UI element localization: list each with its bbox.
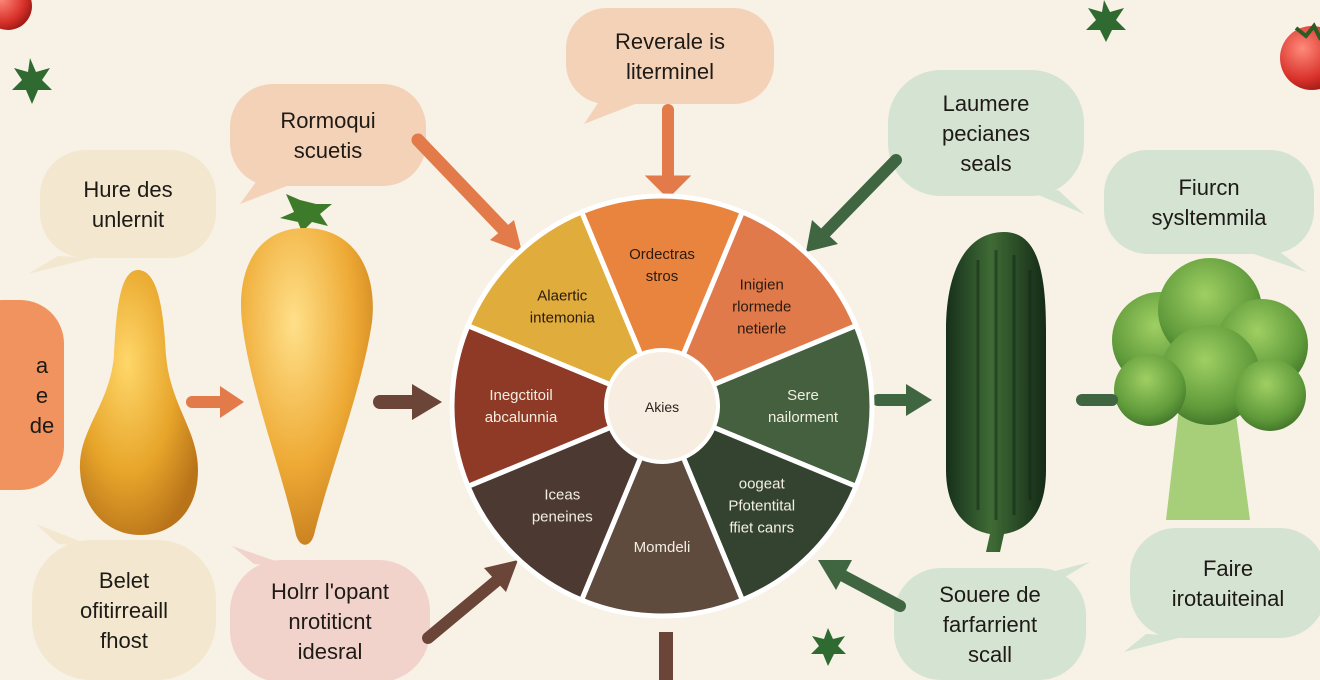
tomato-icon <box>1280 22 1320 90</box>
arrow-brown-up <box>422 560 518 644</box>
speech-bubble-tail <box>36 524 92 546</box>
wheel-segment-label: oogeat <box>739 476 786 493</box>
wheel-segment <box>578 193 746 413</box>
wheel-segment <box>464 208 667 411</box>
bubble-label-line: scall <box>968 642 1012 667</box>
wheel-segment <box>657 401 860 604</box>
bubble-label-line: Hure des <box>83 177 172 202</box>
wheel-segment-label: Momdeli <box>634 539 691 556</box>
arrow-green-diag <box>806 154 902 252</box>
speech-bubble-tail <box>584 100 640 124</box>
squash-icon <box>79 270 198 535</box>
bubble-label-line: Souere de <box>939 582 1041 607</box>
arrow-brown-right <box>373 384 442 420</box>
bubble-label-line: unlernit <box>92 207 164 232</box>
speech-bubble: Holrr l'opant nrotiticnt idesral <box>230 546 430 680</box>
speech-bubble: Hure des unlernit <box>28 150 216 274</box>
leaf-sprig-icon <box>1086 0 1126 42</box>
arrow-orange-diag <box>411 133 522 252</box>
speech-bubble-tail <box>1124 634 1186 652</box>
wheel-segment-label: peneines <box>532 509 593 526</box>
bubble-label-line: ofitirreaill <box>80 598 168 623</box>
wheel-segment-label: ffiet canrs <box>729 520 794 537</box>
speech-bubble-body <box>1130 528 1320 638</box>
bubble-label-line: Belet <box>99 568 149 593</box>
speech-bubble-body <box>888 70 1084 196</box>
speech-bubble-body <box>894 568 1086 680</box>
speech-bubble-body <box>566 8 774 104</box>
speech-bubble-body <box>40 150 216 258</box>
arrow-green-up <box>818 560 906 612</box>
wheel-segment-label: stros <box>646 268 679 285</box>
speech-bubble-body <box>32 540 216 680</box>
speech-bubble: Laumere pecianes seals <box>888 70 1084 214</box>
wheel-segment-label: Alaertic <box>537 287 588 304</box>
bubble-label-line: farfarrient <box>943 612 1037 637</box>
speech-bubble: Belet ofitirreaill fhost <box>32 524 216 680</box>
leaf-sprig-icon <box>12 58 52 104</box>
bubble-label-line: pecianes <box>942 121 1030 146</box>
broccoli-icon <box>1112 258 1308 520</box>
bubble-label-line: Reverale is <box>615 29 725 54</box>
bubble-label-line: scuetis <box>294 138 362 163</box>
bubble-label-line: Faire <box>1203 556 1253 581</box>
wheel-segment-label: Sere <box>787 387 819 404</box>
wheel-segment-label: rlormede <box>732 298 791 315</box>
process-wheel: Ordectras stros Inigien rlormede netierleSer… <box>449 193 875 619</box>
speech-bubble: Souere de farfarrient scall <box>894 562 1090 680</box>
bubble-label-line: Laumere <box>943 91 1030 116</box>
bubble-label-line: a <box>36 353 49 378</box>
center-label: Akies <box>645 399 679 415</box>
speech-bubble-body <box>0 300 64 490</box>
wheel-segment <box>657 208 860 411</box>
speech-bubble-body <box>1104 150 1314 254</box>
wheel-segment <box>655 322 875 490</box>
bubble-label-line: literminel <box>626 59 714 84</box>
speech-bubble: Fiurcn sysltemmila <box>1104 150 1314 272</box>
bubble-label-line: e <box>36 383 48 408</box>
wheel-segment-label: Pfotentital <box>728 498 795 515</box>
bubble-label-line: irotauiteinal <box>1172 586 1285 611</box>
bubble-label-line: Holrr l'opant <box>271 579 389 604</box>
tomato-icon <box>0 0 32 30</box>
bubble-label-line: seals <box>960 151 1011 176</box>
speech-bubble: Faire irotauiteinal <box>1124 528 1320 652</box>
bubble-label-line: de <box>30 413 54 438</box>
speech-bubble-tail <box>1254 252 1306 272</box>
arrow-green-right <box>872 384 932 416</box>
speech-bubble: Rormoqui scuetis <box>230 84 426 204</box>
cucumber-icon <box>946 232 1046 552</box>
wheel-segment-label: Iceas <box>544 487 580 504</box>
bubble-label-line: nrotiticnt <box>288 609 371 634</box>
wheel-center: Akies <box>604 348 720 464</box>
wheel-segment <box>449 322 669 490</box>
wheel-segment-label: abcalunnia <box>485 409 558 426</box>
wheel-segment-label: intemonia <box>530 309 596 326</box>
arrow-orange-down <box>644 104 692 199</box>
wheel-segment-label: Inigien <box>740 276 784 293</box>
leaf-sprig-icon <box>811 628 846 666</box>
wheel-segment <box>464 401 667 604</box>
wheel-segment <box>578 399 746 619</box>
speech-bubble-body <box>230 84 426 186</box>
bubble-label-line: fhost <box>100 628 148 653</box>
wheel-segment-label: netierle <box>737 320 786 337</box>
speech-bubble: Reverale is literminel <box>566 8 774 124</box>
arrows <box>186 104 1118 680</box>
wheel-segment-label: nailorment <box>768 409 839 426</box>
speech-bubble-tail <box>240 182 292 204</box>
wheel-segment-label: Inegctitoil <box>489 387 552 404</box>
bubble-label-line: sysltemmila <box>1152 205 1268 230</box>
speech-bubble-tail <box>1036 190 1084 214</box>
carrot-icon <box>241 194 373 545</box>
bubble-label-line: idesral <box>298 639 363 664</box>
speech-bubble-body <box>230 560 430 680</box>
arrow-orange-right <box>186 386 244 418</box>
speech-bubble: ae de <box>0 300 64 490</box>
speech-bubble-tail <box>28 256 92 274</box>
wheel-segment-label: Ordectras <box>629 246 695 263</box>
bubble-label-line: Fiurcn <box>1178 175 1239 200</box>
bubble-label-line: Rormoqui <box>280 108 375 133</box>
